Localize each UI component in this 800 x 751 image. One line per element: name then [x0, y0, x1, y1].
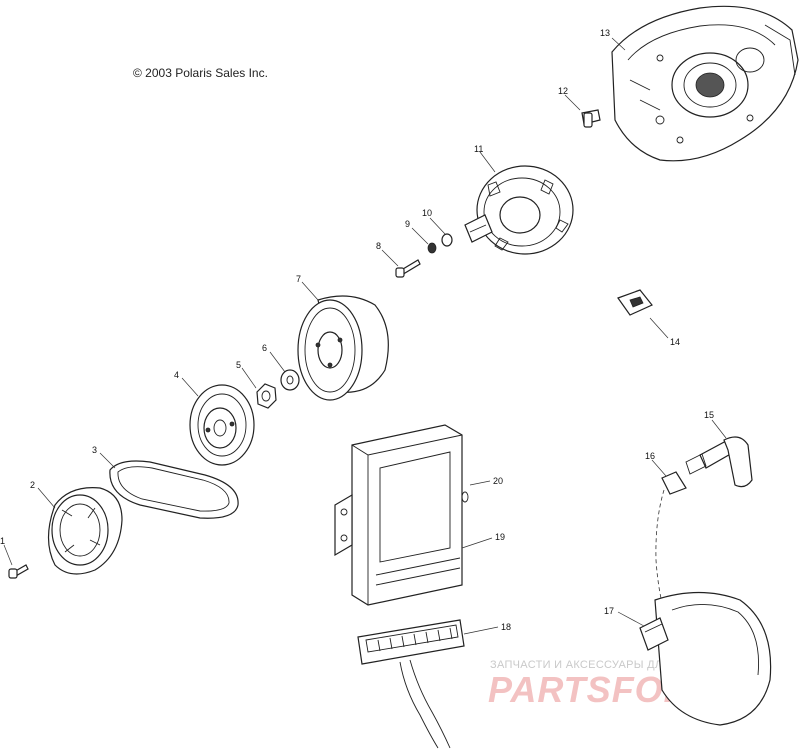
part-18-connector — [357, 619, 465, 749]
callout-8: 8 — [376, 241, 381, 251]
leader-7 — [301, 281, 319, 301]
callout-14: 14 — [670, 337, 680, 347]
part-7-flywheel — [297, 295, 389, 401]
leader-19 — [461, 537, 493, 549]
part-4-drive-pulley — [189, 384, 255, 466]
leader-5 — [241, 367, 257, 389]
callout-20: 20 — [493, 476, 503, 486]
callout-10: 10 — [422, 208, 432, 218]
callout-12: 12 — [558, 86, 568, 96]
callout-19: 19 — [495, 532, 505, 542]
leader-14 — [649, 317, 669, 339]
callout-2: 2 — [30, 480, 35, 490]
part-16-boot — [655, 471, 687, 616]
part-2-driven-pulley — [47, 487, 123, 575]
callout-15: 15 — [704, 410, 714, 420]
leader-8 — [381, 249, 399, 267]
part-12-bolt — [581, 109, 601, 128]
part-10-washer — [441, 233, 453, 247]
copyright-text: © 2003 Polaris Sales Inc. — [133, 66, 268, 80]
leader-11 — [479, 151, 496, 173]
part-6-washer — [280, 369, 300, 391]
leader-15 — [711, 419, 727, 439]
part-20-cdi-box — [334, 424, 469, 606]
callout-17: 17 — [604, 606, 614, 616]
callout-9: 9 — [405, 219, 410, 229]
callout-18: 18 — [501, 622, 511, 632]
callout-4: 4 — [174, 370, 179, 380]
leader-1 — [3, 544, 13, 566]
leader-20 — [469, 480, 491, 486]
callout-11: 11 — [474, 144, 483, 154]
part-13-crankcase-cover — [611, 5, 799, 162]
part-8-bolt — [395, 259, 421, 278]
part-15-spark-plug-cap — [685, 436, 753, 488]
leader-6 — [269, 351, 286, 373]
part-17-ignition-coil — [639, 591, 772, 726]
part-3-belt — [109, 460, 239, 519]
part-11-stator — [464, 165, 574, 255]
leader-18 — [463, 626, 499, 635]
part-14-clip — [617, 289, 653, 316]
callout-13: 13 — [600, 28, 610, 38]
part-5-nut — [256, 383, 277, 409]
callout-3: 3 — [92, 445, 97, 455]
callout-16: 16 — [645, 451, 655, 461]
leader-16 — [651, 459, 667, 477]
leader-2 — [37, 487, 56, 509]
leader-10 — [429, 217, 446, 235]
leader-9 — [411, 227, 429, 245]
callout-1: 1 — [0, 536, 5, 546]
leader-13 — [611, 37, 626, 51]
leader-4 — [181, 377, 199, 397]
callout-7: 7 — [296, 274, 301, 284]
leader-3 — [99, 452, 116, 469]
leader-17 — [617, 611, 645, 627]
callout-6: 6 — [262, 343, 267, 353]
leader-12 — [564, 94, 581, 111]
part-1-bolt — [8, 564, 29, 579]
part-9-lock-washer — [427, 242, 437, 254]
callout-5: 5 — [236, 360, 241, 370]
